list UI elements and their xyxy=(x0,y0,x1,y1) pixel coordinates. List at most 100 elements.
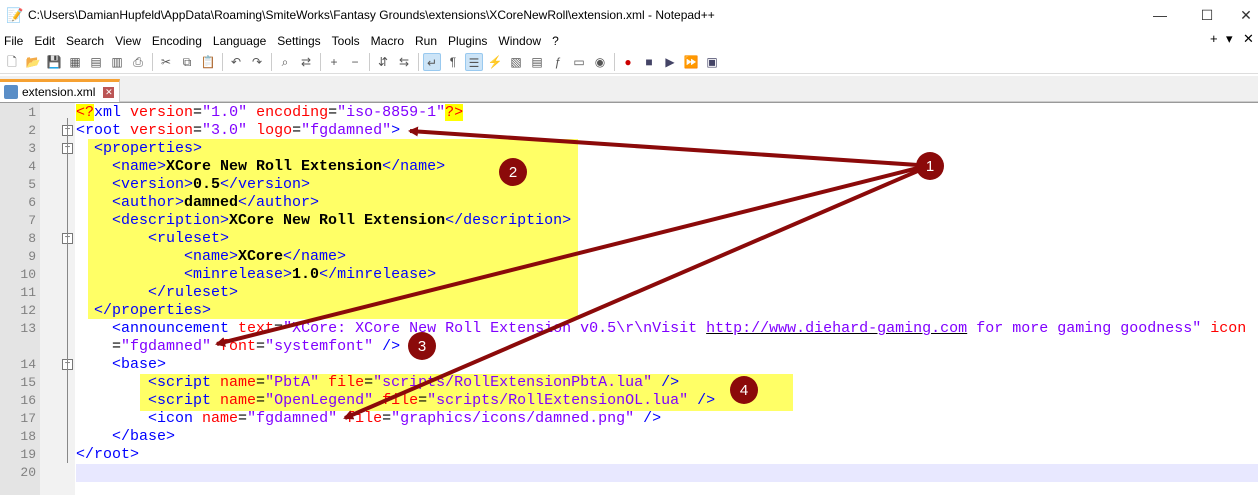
token-val: "graphics/icons/damned.png" xyxy=(391,410,635,427)
token-tag: </author> xyxy=(238,194,320,211)
menu-search[interactable]: Search xyxy=(66,33,105,48)
close-all-icon[interactable]: ▥ xyxy=(111,54,123,69)
code-line[interactable]: <author>damned</author> xyxy=(76,194,319,212)
menu-tools[interactable]: Tools xyxy=(331,33,360,48)
print-icon[interactable]: ⎙ xyxy=(133,54,143,69)
token-tag: xml xyxy=(94,104,131,121)
zoom-out-icon[interactable]: − xyxy=(351,54,359,69)
sync-horizontal-icon[interactable]: ⇆ xyxy=(398,54,410,69)
token-attr: encoding xyxy=(256,104,329,121)
play-macro-icon[interactable]: ▶ xyxy=(665,54,675,69)
code-line[interactable]: <base> xyxy=(76,356,166,374)
zoom-in-icon[interactable]: + xyxy=(330,54,338,69)
record-macro-icon[interactable]: ● xyxy=(624,54,632,69)
maximize-button[interactable]: ☐ xyxy=(1200,7,1214,23)
save-icon[interactable]: 💾 xyxy=(46,54,62,69)
code-line[interactable]: <script name="OpenLegend" file="scripts/… xyxy=(76,392,715,410)
document-list-icon[interactable]: ▤ xyxy=(531,54,543,69)
code-line[interactable]: <?xml version="1.0" encoding="iso-8859-1… xyxy=(76,104,464,122)
new-tab-button[interactable]: + xyxy=(1210,31,1218,46)
tab-label: extension.xml xyxy=(22,85,96,99)
code-line[interactable]: <ruleset> xyxy=(76,230,229,248)
function-list-icon[interactable]: ƒ xyxy=(554,54,562,69)
token-tag: </properties> xyxy=(76,302,212,319)
close-tab-button[interactable]: ✕ xyxy=(1243,31,1254,46)
user-language-icon[interactable]: ⚡ xyxy=(487,54,503,69)
code-line[interactable]: ="fgdamned" font="systemfont" /> xyxy=(76,338,400,356)
menu-help[interactable]: ? xyxy=(552,33,559,48)
close-icon[interactable]: ▤ xyxy=(90,54,102,69)
fold-margin[interactable] xyxy=(40,103,75,495)
tab-extension-xml[interactable]: extension.xml ✕ xyxy=(0,79,120,102)
copy-icon[interactable]: ⧉ xyxy=(182,54,192,69)
stop-macro-icon[interactable]: ■ xyxy=(645,54,653,69)
close-window-button[interactable]: ✕ xyxy=(1240,7,1252,23)
token-pi: <? xyxy=(76,104,95,121)
menu-run[interactable]: Run xyxy=(415,33,438,48)
token-plain: = xyxy=(418,392,428,409)
code-line[interactable]: <minrelease>1.0</minrelease> xyxy=(76,266,436,284)
token-tag: </ruleset> xyxy=(76,284,239,301)
menu-bar: File Edit Search View Encoding Language … xyxy=(0,31,1258,50)
minimize-button[interactable]: — xyxy=(1153,7,1167,23)
sync-vertical-icon[interactable]: ⇵ xyxy=(377,54,389,69)
code-line[interactable]: </ruleset> xyxy=(76,284,238,302)
menu-encoding[interactable]: Encoding xyxy=(151,33,202,48)
find-icon[interactable]: ⌕ xyxy=(281,54,289,69)
cut-icon[interactable]: ✂ xyxy=(160,54,172,69)
save-all-icon[interactable]: ▦ xyxy=(69,54,81,69)
tab-list-dropdown[interactable]: ▾ xyxy=(1226,31,1233,46)
menu-settings[interactable]: Settings xyxy=(277,33,321,48)
indent-guide-icon[interactable]: ☰ xyxy=(465,52,483,71)
token-val: "XCore: XCore New Roll Extension v0.5\r\… xyxy=(283,320,707,337)
code-line[interactable]: <properties> xyxy=(76,140,202,158)
new-file-icon[interactable]: 🗋 xyxy=(7,54,17,69)
code-line[interactable]: <root version="3.0" logo="fgdamned"> xyxy=(76,122,400,140)
menu-file[interactable]: File xyxy=(4,33,24,48)
toolbar-separator xyxy=(222,52,223,71)
token-tag: <name> xyxy=(76,248,239,265)
line-number: 1 xyxy=(28,105,36,120)
token-plain: = xyxy=(364,374,374,391)
token-attr: file xyxy=(337,410,383,427)
code-line[interactable]: <icon name="fgdamned" file="graphics/ico… xyxy=(76,410,661,428)
token-tag: </base> xyxy=(76,428,176,445)
code-line[interactable]: <description>XCore New Roll Extension</d… xyxy=(76,212,571,230)
token-val: "iso-8859-1" xyxy=(337,104,446,121)
close-tab-icon[interactable]: ✕ xyxy=(103,86,115,98)
menu-macro[interactable]: Macro xyxy=(370,33,405,48)
show-all-chars-icon[interactable]: ¶ xyxy=(449,54,457,69)
menu-window[interactable]: Window xyxy=(498,33,542,48)
code-line[interactable]: <version>0.5</version> xyxy=(76,176,310,194)
code-line[interactable]: <name>XCore</name> xyxy=(76,248,346,266)
menu-plugins[interactable]: Plugins xyxy=(448,33,488,48)
folder-workspace-icon[interactable]: ▭ xyxy=(573,54,585,69)
toolbar-separator xyxy=(614,52,615,71)
token-plain: = xyxy=(238,410,248,427)
token-val: "fgdamned" xyxy=(247,410,338,427)
undo-icon[interactable]: ↶ xyxy=(230,54,242,69)
save-macro-icon[interactable]: ▣ xyxy=(706,54,718,69)
menu-edit[interactable]: Edit xyxy=(34,33,56,48)
token-attr: text xyxy=(238,320,275,337)
token-txt: XCore New Roll Extension xyxy=(229,212,446,229)
line-number: 18 xyxy=(20,429,36,444)
paste-icon[interactable]: 📋 xyxy=(200,54,216,69)
code-line[interactable]: </base> xyxy=(76,428,175,446)
monitoring-icon[interactable]: ◉ xyxy=(594,54,606,69)
code-line[interactable]: </root> xyxy=(76,446,139,464)
menu-view[interactable]: View xyxy=(115,33,141,48)
code-line[interactable]: <script name="PbtA" file="scripts/RollEx… xyxy=(76,374,679,392)
document-map-icon[interactable]: ▧ xyxy=(510,54,522,69)
open-file-icon[interactable]: 📂 xyxy=(25,54,41,69)
menu-language[interactable]: Language xyxy=(212,33,267,48)
replace-icon[interactable]: ⇄ xyxy=(300,54,312,69)
token-val: "3.0" xyxy=(202,122,248,139)
word-wrap-icon[interactable]: ↵ xyxy=(423,52,441,71)
run-macro-multiple-icon[interactable]: ⏩ xyxy=(683,54,699,69)
code-line[interactable]: <name>XCore New Roll Extension</name> xyxy=(76,158,445,176)
code-line[interactable]: </properties> xyxy=(76,302,211,320)
code-line[interactable]: <announcement text="XCore: XCore New Rol… xyxy=(76,320,1246,338)
redo-icon[interactable]: ↷ xyxy=(251,54,263,69)
